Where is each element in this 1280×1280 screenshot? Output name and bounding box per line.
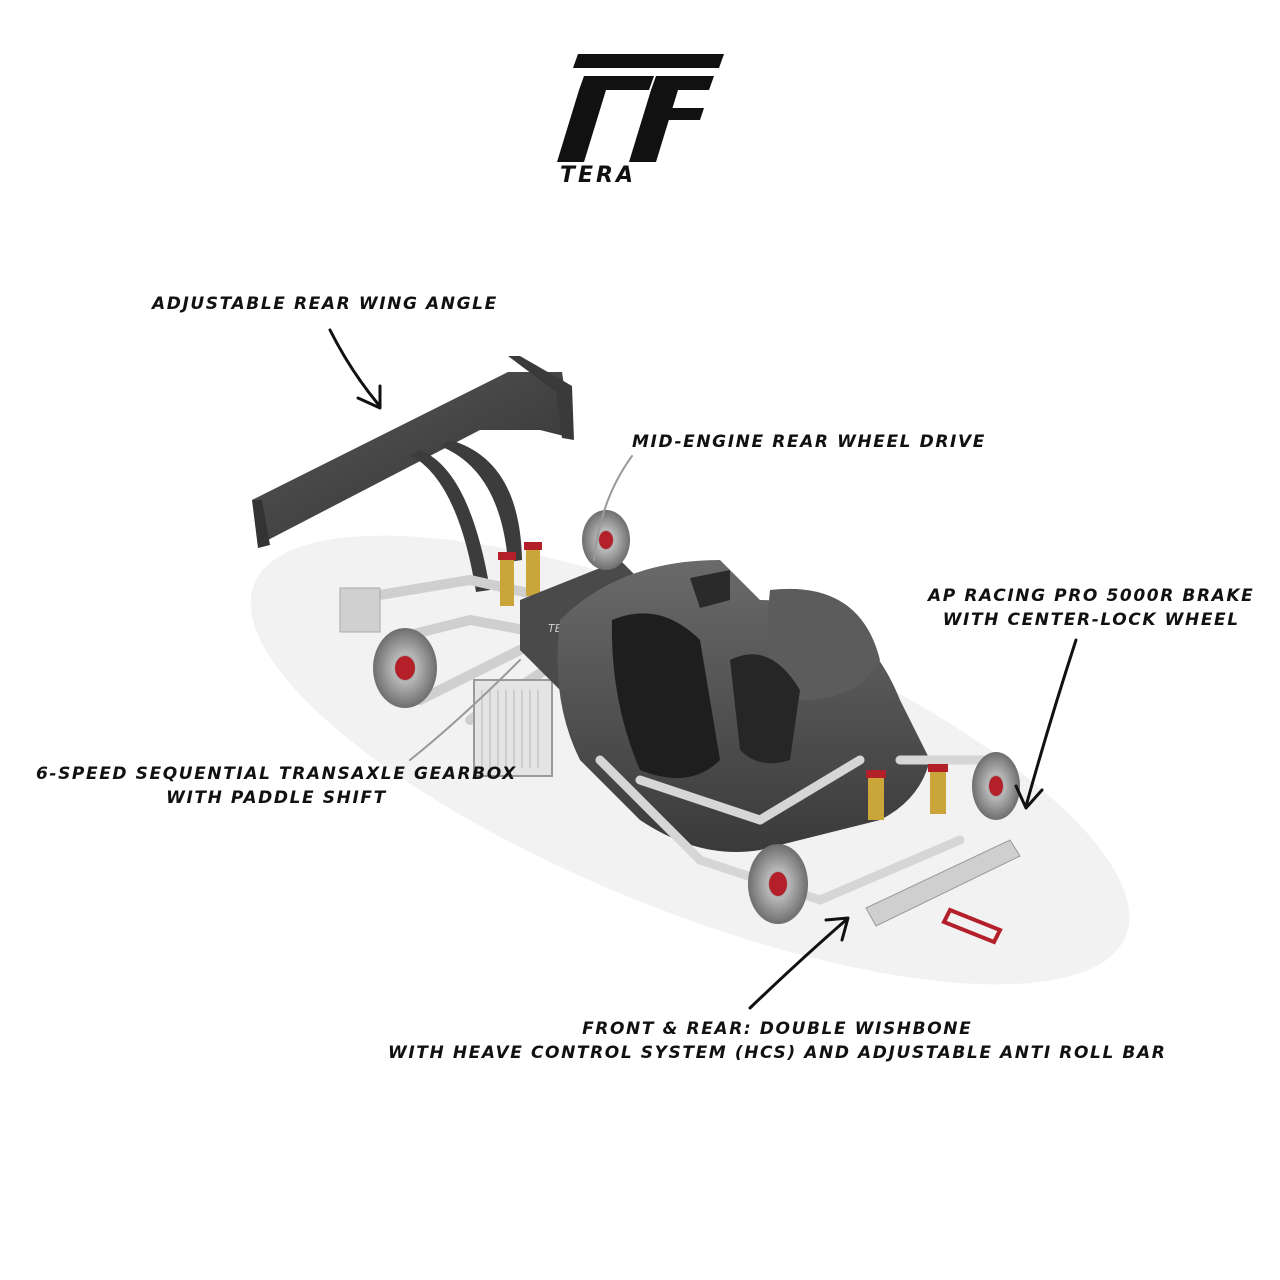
- callout-rear-wing-text: ADJUSTABLE REAR WING ANGLE: [152, 294, 498, 314]
- rear-radiator: [473, 679, 553, 777]
- arrow-suspension: [748, 918, 848, 1010]
- front-frame: [595, 755, 995, 905]
- callout-brake-line2: WITH CENTER-LOCK WHEEL: [942, 610, 1240, 630]
- callout-suspension-line1: FRONT & REAR: DOUBLE WISHBONE: [582, 1019, 973, 1039]
- arrow-rear-wing-head: [356, 384, 382, 410]
- pointer-gearbox: [409, 659, 521, 761]
- callout-gearbox-line2: WITH PADDLE SHIFT: [166, 788, 387, 808]
- rear-right-brake-disc: [582, 510, 630, 570]
- brand-wordmark: TERA: [560, 163, 637, 188]
- callout-brake: AP RACING PRO 5000R BRAKE WITH CENTER-LO…: [928, 584, 1254, 632]
- rear-tow-block: [339, 587, 381, 633]
- front-bumper-beam: [865, 839, 1021, 927]
- callout-suspension: FRONT & REAR: DOUBLE WISHBONE WITH HEAVE…: [388, 1017, 1166, 1065]
- front-dampers: [866, 764, 948, 820]
- front-left-brake-disc: [748, 844, 808, 924]
- callout-suspension-line2: WITH HEAVE CONTROL SYSTEM (HCS) AND ADJU…: [388, 1043, 1167, 1063]
- callout-gearbox-line1: 6-SPEED SEQUENTIAL TRANSAXLE GEARBOX: [36, 764, 517, 784]
- front-right-brake-disc: [972, 752, 1020, 820]
- tow-hook: [941, 907, 1003, 945]
- rear-dampers: [498, 542, 542, 606]
- arrow-brake-head: [1014, 784, 1044, 810]
- callout-drive-text: MID-ENGINE REAR WHEEL DRIVE: [632, 432, 986, 452]
- callout-rear-wing: ADJUSTABLE REAR WING ANGLE: [152, 292, 498, 316]
- callout-gearbox: 6-SPEED SEQUENTIAL TRANSAXLE GEARBOX WIT…: [36, 762, 517, 810]
- rear-left-brake-disc: [373, 628, 437, 708]
- rear-wing: [252, 356, 574, 592]
- pointer-mid-engine: [593, 455, 633, 561]
- callout-drive: MID-ENGINE REAR WHEEL DRIVE: [632, 430, 986, 454]
- arrow-suspension-head: [824, 916, 850, 942]
- arrow-brake: [1024, 638, 1078, 808]
- tera-logo-icon: [557, 54, 724, 162]
- arrow-rear-wing: [328, 328, 380, 406]
- callout-brake-line1: AP RACING PRO 5000R BRAKE: [928, 586, 1255, 606]
